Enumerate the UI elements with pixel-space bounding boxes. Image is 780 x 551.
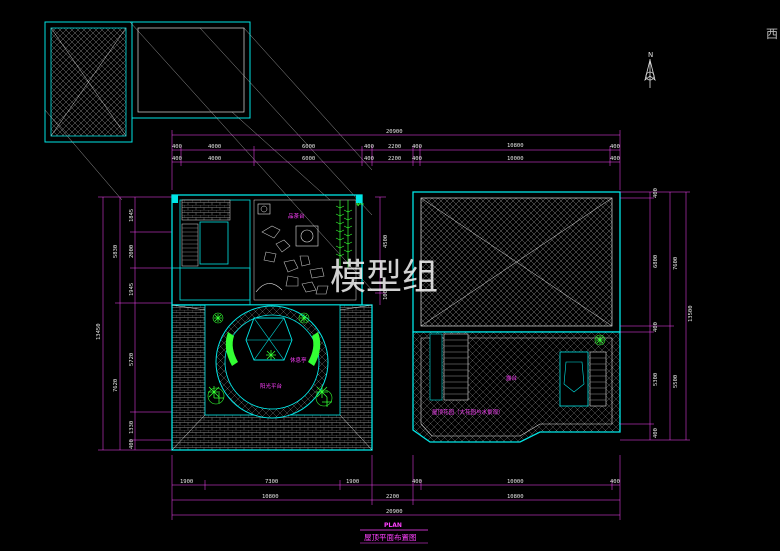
dim-left-inner-3: 1945 <box>129 283 135 296</box>
dim-bottom-4: 400 <box>412 479 422 485</box>
dim-right-inner-3: 400 <box>653 322 659 332</box>
right-building-terrace <box>412 331 621 443</box>
dim-top2-5: 2200 <box>388 156 401 162</box>
dim-left-outer-1: 5830 <box>113 245 119 258</box>
dim-right-inner-4: 5300 <box>653 373 659 386</box>
dim-top2-1: 400 <box>172 156 182 162</box>
dim-top-row: 400 4000 6000 400 2200 400 400 400 4000 … <box>172 144 620 162</box>
key-plan-roof-empty <box>131 21 251 119</box>
dim-top-6: 400 <box>412 144 422 150</box>
dim-right-outer-2: 5500 <box>673 375 679 388</box>
dim-mid-1: 4500 <box>383 235 389 248</box>
label-tea-area: 品茶台 <box>288 212 305 220</box>
dim-top2-6: 400 <box>412 156 422 162</box>
north-label: N <box>648 51 653 59</box>
dim-bottom2-2: 2200 <box>386 494 399 500</box>
dim-left-inner-5: 1330 <box>129 421 135 434</box>
dim-bottom-3: 1900 <box>346 479 359 485</box>
dim-left-inner-6: 400 <box>129 439 135 449</box>
label-roof-terrace: 露台 <box>506 374 518 382</box>
dim-left-total: 13450 <box>96 323 102 340</box>
right-building-roof <box>412 191 621 333</box>
dim-top2-7: 10000 <box>507 156 524 162</box>
dim-top-1: 400 <box>172 144 182 150</box>
dimension-right <box>620 191 690 441</box>
dim-top-3: 6000 <box>302 144 315 150</box>
dim-bottom-6: 400 <box>610 479 620 485</box>
dim-right-inner-5: 400 <box>653 428 659 438</box>
dim-top2-3: 6000 <box>302 156 315 162</box>
plan-label: PLAN <box>384 522 402 529</box>
dim-top-8: 400 <box>610 144 620 150</box>
left-terrace-garden <box>171 304 373 451</box>
dim-mid-2: 100 <box>383 290 389 300</box>
label-roof-garden: 屋顶花园（大花园与水景观） <box>432 408 504 416</box>
dimension-top <box>171 130 621 190</box>
north-arrow-icon: N <box>644 51 656 88</box>
dimension-left <box>98 196 172 451</box>
dim-right-inner-1: 400 <box>653 188 659 198</box>
dim-bottom2-1: 10800 <box>262 494 279 500</box>
dim-top2-2: 4000 <box>208 156 221 162</box>
key-plan-roof-hatched <box>44 21 133 143</box>
label-pavilion: 休息亭 <box>290 356 307 364</box>
dim-bottom-1: 1900 <box>180 479 193 485</box>
dim-bottom-row: 1900 7300 1900 400 10000 400 10800 2200 … <box>180 479 620 515</box>
dimension-bottom <box>171 455 621 520</box>
dimension-middle <box>375 196 386 305</box>
dim-top2-8: 400 <box>610 156 620 162</box>
watermark-text: 模型组 <box>330 257 438 298</box>
dim-left-inner-1: 1845 <box>129 209 135 222</box>
dim-top-2: 4000 <box>208 144 221 150</box>
dim-bottom-total: 20900 <box>386 509 403 515</box>
dim-left-inner-2: 2000 <box>129 245 135 258</box>
dim-left-outer-2: 7620 <box>113 379 119 392</box>
drawing-title-block: PLAN 屋顶平面布置图 <box>360 522 428 544</box>
dim-bottom-2: 7300 <box>265 479 278 485</box>
projection-lines <box>44 21 373 291</box>
dim-bottom2-3: 10800 <box>507 494 524 500</box>
dim-top-5: 2200 <box>388 144 401 150</box>
corner-text: 西 <box>766 27 778 41</box>
dim-top-4: 400 <box>364 144 374 150</box>
dim-left-inner-4: 5720 <box>129 353 135 366</box>
label-sun-terrace: 阳光平台 <box>260 382 283 390</box>
dim-bottom-5: 10000 <box>507 479 524 485</box>
dim-right-outer-1: 7600 <box>673 257 679 270</box>
dim-top-right-total: 10800 <box>507 143 524 149</box>
dim-top2-4: 400 <box>364 156 374 162</box>
dim-right-total: 13500 <box>688 305 694 322</box>
dim-right-inner-2: 6800 <box>653 255 659 268</box>
drawing-title: 屋顶平面布置图 <box>364 532 417 542</box>
dim-top-total: 20900 <box>386 129 403 135</box>
